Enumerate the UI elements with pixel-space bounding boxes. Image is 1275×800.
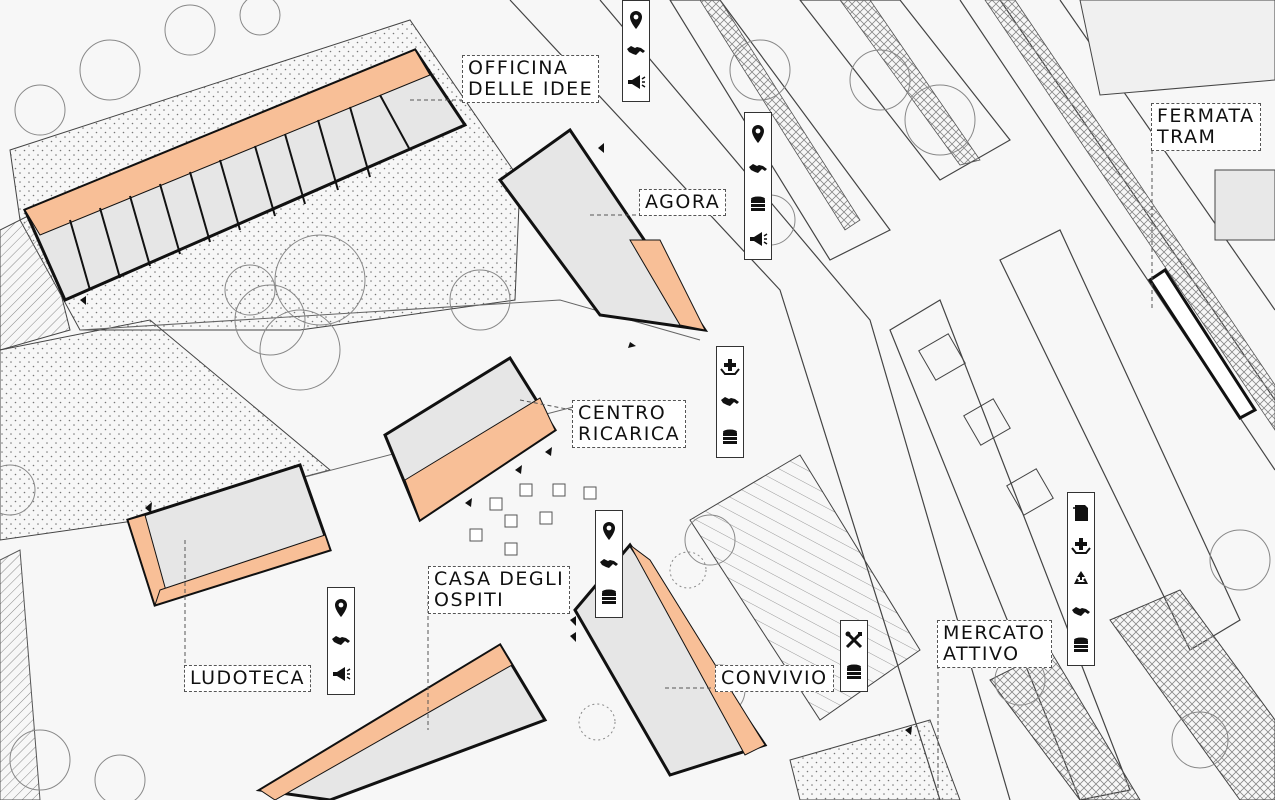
building-agora-band [629,239,706,331]
icon-strip-agora [744,112,772,260]
icon-strip-top [622,0,650,102]
street-edge-1 [509,0,941,800]
icon-strip-ludoteca [327,587,355,695]
hatched-edge-southwest [0,549,41,800]
tram-stop-shelter [1147,267,1258,420]
tools-icon [845,631,863,649]
label-line: ATTIVO [943,643,1020,665]
building-ne-block [1214,169,1275,241]
circle-seating [578,551,707,741]
label-line: RICARICA [578,423,681,445]
building-convivio-band [629,544,766,756]
handshake-icon [749,163,767,173]
plaza-path [79,299,701,341]
building-casa-band [259,644,513,800]
entrance-arrows [80,143,912,735]
label-convivio: CONVIVIO [715,665,834,692]
handshake-icon [627,45,645,55]
officina-partitions [69,94,411,291]
icon-strip-casa [595,510,623,618]
label-line: CENTRO [578,402,667,424]
label-line: MERCATO [943,622,1046,644]
median-2 [999,229,1241,651]
parking-strip-2 [799,0,1011,181]
label-line: OSPITI [434,589,505,611]
label-officina-delle-idee: OFFICINA DELLE IDEE [462,55,600,103]
label-fermata-tram: FERMATA TRAM [1151,103,1261,151]
label-line: TRAM [1157,126,1217,148]
handshake-icon [600,558,618,568]
building-ludoteca-band-2 [154,534,331,606]
stack-icon [1073,504,1088,521]
icon-strip-convivio [840,620,868,692]
recycle-icon [1074,570,1088,584]
buildings [23,48,768,800]
plaza-squares [469,483,597,556]
label-mercato-attivo: MERCATO ATTIVO [937,620,1052,668]
tram-rail-band [984,0,1275,431]
median-square-2 [963,398,1011,446]
building-officina-band [24,49,431,236]
label-line: LUDOTECA [190,667,306,689]
megaphone-icon [333,667,351,682]
coins-icon [1074,637,1088,653]
handshake-icon [1072,607,1090,617]
label-line: CASA DEGLI [434,568,565,590]
location-pin-icon [752,124,764,143]
handshake-icon [332,635,350,645]
icon-strip-mercato [1067,492,1095,666]
coins-icon [751,196,765,211]
parking-strip-1 [669,0,891,261]
label-ludoteca: LUDOTECA [184,665,312,692]
icon-strip-centro [716,346,744,458]
coins-icon [602,589,616,605]
coins-icon [723,429,737,444]
label-agora: AGORA [639,189,727,216]
label-line: CONVIVIO [721,667,828,689]
median-square-1 [918,333,966,381]
south-parking-2 [1109,589,1275,800]
megaphone-icon [628,75,646,90]
health-care-icon [1071,537,1091,554]
south-parking [989,649,1141,800]
building-centro-band [404,397,556,521]
median-square-3 [1006,468,1054,516]
label-line: OFFICINA [468,57,569,79]
label-line: AGORA [645,191,721,213]
label-line: FERMATA [1157,105,1255,127]
health-care-icon [720,359,740,376]
label-centro-ricarica: CENTRO RICARICA [572,400,687,448]
handshake-icon [721,396,739,406]
label-casa-degli-ospiti: CASA DEGLI OSPITI [428,566,571,614]
leader-lines [184,99,1153,800]
location-pin-icon [630,10,642,29]
location-pin-icon [603,521,615,540]
megaphone-icon [750,231,768,246]
parking-strip-1-hatch [699,0,861,231]
building-ne-outline [1079,0,1275,96]
coins-icon [847,664,861,679]
location-pin-icon [335,598,347,617]
label-line: DELLE IDEE [468,78,594,100]
dotted-corner-south [789,719,961,800]
